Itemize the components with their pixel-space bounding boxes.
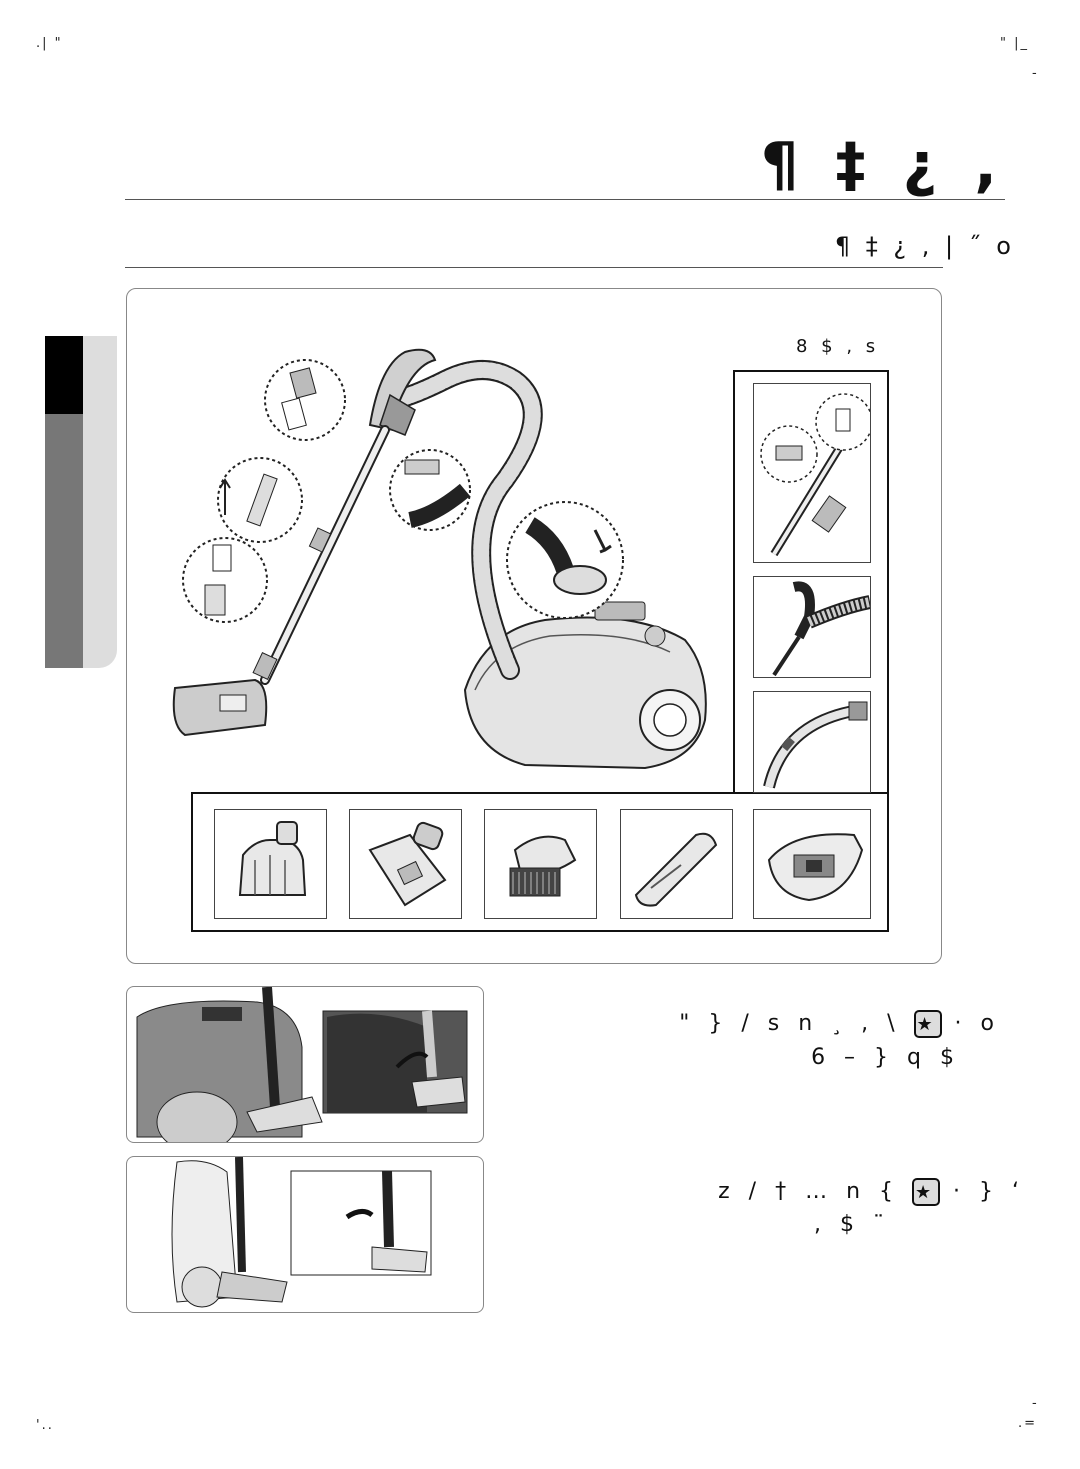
accessory-upholstery-tool <box>349 809 462 919</box>
corner-mark-bottom-right-2: .= <box>1018 1416 1038 1431</box>
step-1-line-1: " } / s n ¸ , \ ★ · o <box>679 1010 1000 1038</box>
accessory-frame-right <box>733 370 889 794</box>
step-1-line-2: 6 – } q $ <box>811 1045 960 1070</box>
side-tab-active <box>45 336 83 414</box>
parking-illustration-1 <box>136 987 468 1142</box>
accessory-crevice-tool <box>620 809 733 919</box>
step-1-text-b: · o <box>954 1011 1000 1036</box>
dust-bag-icon <box>767 833 864 902</box>
detail-box-handle <box>753 576 871 678</box>
dusting-brush-icon <box>509 835 577 897</box>
accessory-frame-bottom <box>191 792 889 932</box>
step-2-photo <box>126 1156 484 1313</box>
upholstery-tool-icon <box>368 821 447 907</box>
side-tab-background <box>83 336 117 668</box>
accessory-dust-bag <box>753 809 871 919</box>
title-rule <box>125 199 1005 200</box>
accessory-turbo-brush <box>214 809 327 919</box>
side-tab-section <box>45 414 83 668</box>
vacuum-assembly-illustration <box>172 348 707 770</box>
subtitle-rule <box>125 267 943 268</box>
corner-mark-top-right: " |_ <box>1000 36 1029 51</box>
star-icon: ★ <box>912 1178 941 1206</box>
corner-mark-top-left: .| " <box>36 36 63 51</box>
page-title: ¶ ‡ ¿ , <box>760 130 1005 200</box>
detail-box-hose <box>753 691 871 793</box>
handle-illustration <box>772 581 870 677</box>
corner-mark-bottom-left: '.. <box>36 1418 54 1433</box>
crevice-tool-icon <box>634 832 718 907</box>
parking-illustration-2 <box>171 1157 432 1308</box>
figure-label: 8 $ , s <box>796 336 880 357</box>
hose-illustration <box>763 701 868 789</box>
corner-mark-top-right-2: - <box>1032 66 1039 81</box>
step-2-line-1: z / † … n { ★ · } ‘ <box>718 1178 1025 1206</box>
star-icon: ★ <box>913 1010 942 1038</box>
step-1-photo <box>126 986 484 1143</box>
step-1-text-a: " } / s n ¸ , \ <box>679 1011 901 1036</box>
turbo-brush-icon <box>238 821 307 896</box>
step-2-text-b: · } ‘ <box>953 1179 1025 1204</box>
section-subtitle: ¶ ‡ ¿ , | ˝ o <box>834 232 1015 260</box>
assembly-figure-panel <box>126 288 942 964</box>
accessory-dusting-brush <box>484 809 597 919</box>
step-2-line-2: , $ ¨ <box>814 1212 890 1237</box>
corner-mark-bottom-right: - <box>1032 1396 1039 1411</box>
wand-storage-illustration <box>760 393 870 557</box>
detail-box-wand-storage <box>753 383 871 563</box>
step-2-text-a: z / † … n { <box>718 1179 900 1204</box>
